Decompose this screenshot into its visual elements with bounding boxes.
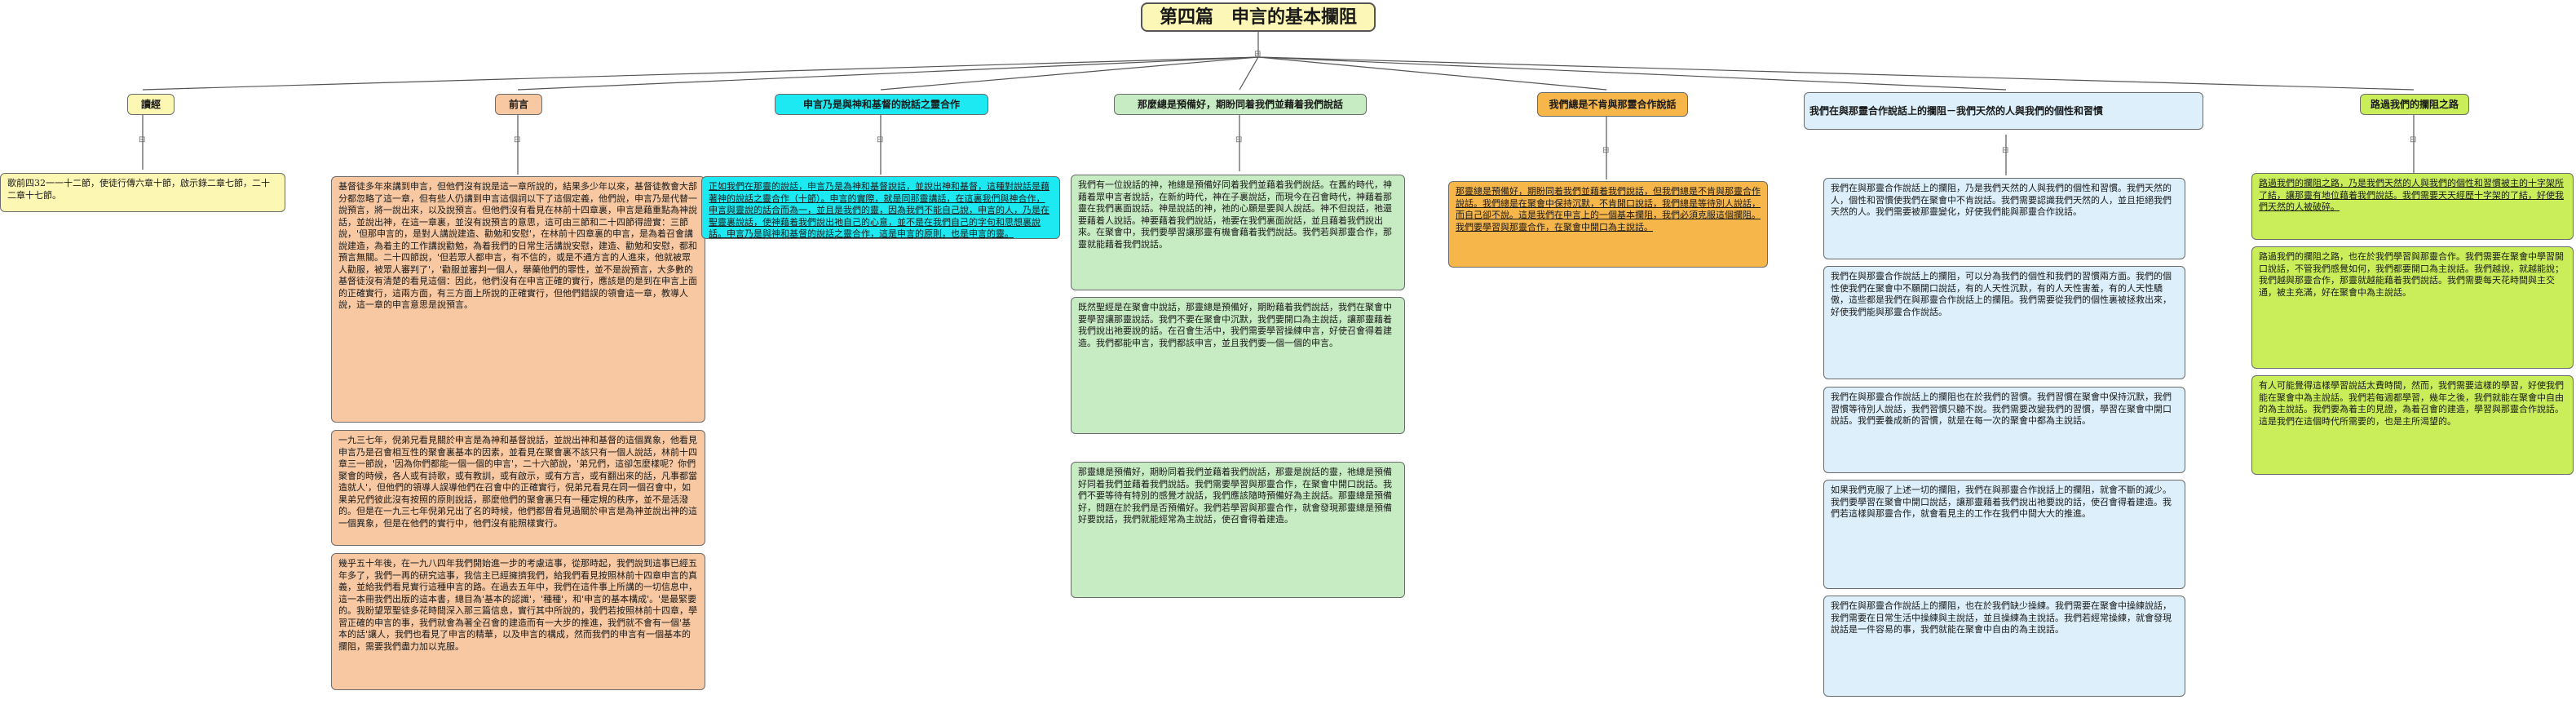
collapse-icon-shenyan-xi[interactable]: ⊟ — [877, 135, 884, 144]
collapse-icon-womenzong[interactable]: ⊟ — [1602, 146, 1610, 155]
detail-qianyan-2: 一九三七年，倪弟兄看見關於申言是為神和基督說話，並說出神和基督的這個異象，他看見… — [331, 430, 705, 546]
connector-topic-xiangshi — [142, 56, 1259, 91]
topic-womenzong[interactable]: 我們總是不肯與那靈合作說話 — [1537, 92, 1688, 117]
detail-luguo-3: 有人可能覺得這樣學習說話太費時間，然而，我們需要這樣的學習，好使我們能在聚會中為… — [2251, 375, 2574, 475]
detail-nage-1: 我們有一位說話的神，祂總是預備好同着我們並藉着我們說話。在舊約時代，神藉着眾申言… — [1071, 175, 1405, 290]
connector-topic-nage-shi — [1239, 56, 1259, 91]
detail-womenzai-4: 如果我們克服了上述一切的攔阻，我們在與那靈合作說話上的攔阻，就會不斷的減少。我們… — [1823, 480, 2185, 589]
topic-shenyan-xi[interactable]: 申言乃是與神和基督的說話之靈合作 — [775, 94, 988, 115]
detail-womenzai-5: 我們在與那靈合作說話上的攔阻，也在於我們缺少操練。我們需要在聚會中操練說話，我們… — [1823, 596, 2185, 697]
detail-womenzong: 那靈總是預備好，期盼同着我們並藉着我們說話，但我們總是不肯與那靈合作說話。我們總… — [1448, 181, 1768, 268]
detail-womenzai-1: 我們在與那靈合作說話上的攔阻，乃是我們天然的人與我們的個性和習慣。我們天然的人，… — [1823, 178, 2185, 259]
connector-topic-womenzong — [1257, 56, 1607, 91]
detail-shenyan-xi: 正如我們在那靈的說話，申言乃是為神和基督說話，並說出神和基督，這種對說話是藉著神… — [701, 176, 1060, 239]
connector-topic-womenzai — [1257, 56, 2007, 91]
collapse-icon-luguo[interactable]: ⊟ — [2410, 135, 2417, 144]
detail-womenzai-2: 我們在與那靈合作說話上的攔阻，可以分為我們的個性和我們的習慣兩方面。我們的個性使… — [1823, 266, 2185, 379]
topic-womenzai[interactable]: 我們在與那靈合作說話上的攔阻－我們天然的人與我們的個性和習慣 — [1804, 92, 2203, 130]
connector-topic-luguo — [1257, 56, 2415, 91]
detail-qianyan-1: 基督徒多年來講到申言，但他們沒有說是這一章所說的，結果多少年以來，基督徒教會大部… — [331, 176, 705, 423]
collapse-icon-nage[interactable]: ⊟ — [1235, 135, 1243, 144]
collapse-icon-qianyan[interactable]: ⊟ — [514, 135, 521, 144]
collapse-icon-xiangshi[interactable]: ⊟ — [139, 135, 146, 144]
collapse-icon-womenzai[interactable]: ⊟ — [2002, 146, 2009, 155]
detail-nage-2: 既然聖經是在聚會中說話，那靈總是預備好，期盼藉着我們說話，我們在聚會中要學習讓那… — [1071, 297, 1405, 434]
detail-nage-3: 那靈總是預備好，期盼同着我們並藉着我們說話，那靈是說話的靈，祂總是預備好同着我們… — [1071, 462, 1405, 598]
detail-qianyan-3: 幾乎五十年後，在一九八四年我們開始進一步的考慮這事，從那時起，我們說到這事已經五… — [331, 553, 705, 690]
detail-luguo-1: 路過我們的攔阻之路，乃是我們天然的人與我們的個性和習慣被主的十字架所了結，讓那靈… — [2251, 173, 2574, 240]
detail-xiangshi: 歌前四32一一十二節，使徒行傳六章十節，啟示錄二章七節，二十二章十七節。 — [0, 173, 285, 212]
connector-topic-shenyan-xi — [880, 56, 1259, 91]
topic-qianyan[interactable]: 前言 — [495, 94, 542, 115]
detail-luguo-2: 路過我們的攔阻之路，也在於我們學習與那靈合作。我們需要在聚會中學習開口說話，不管… — [2251, 246, 2574, 369]
collapse-icon[interactable]: ⊟ — [1254, 50, 1261, 59]
topic-xiangshi[interactable]: 讀經 — [127, 94, 175, 115]
topic-nage-shi[interactable]: 那麼總是預備好，期盼同着我們並藉着我們說話 — [1114, 94, 1367, 115]
page-title[interactable]: 第四篇 申言的基本攔阻 — [1141, 2, 1376, 32]
detail-womenzai-3: 我們在與那靈合作說話上的攔阻也在於我們的習慣。我們習慣在聚會中保持沉默，我們習慣… — [1823, 387, 2185, 473]
connector-topic-qianyan — [517, 56, 1259, 91]
topic-luguo[interactable]: 路過我們的攔阻之路 — [2360, 94, 2469, 115]
